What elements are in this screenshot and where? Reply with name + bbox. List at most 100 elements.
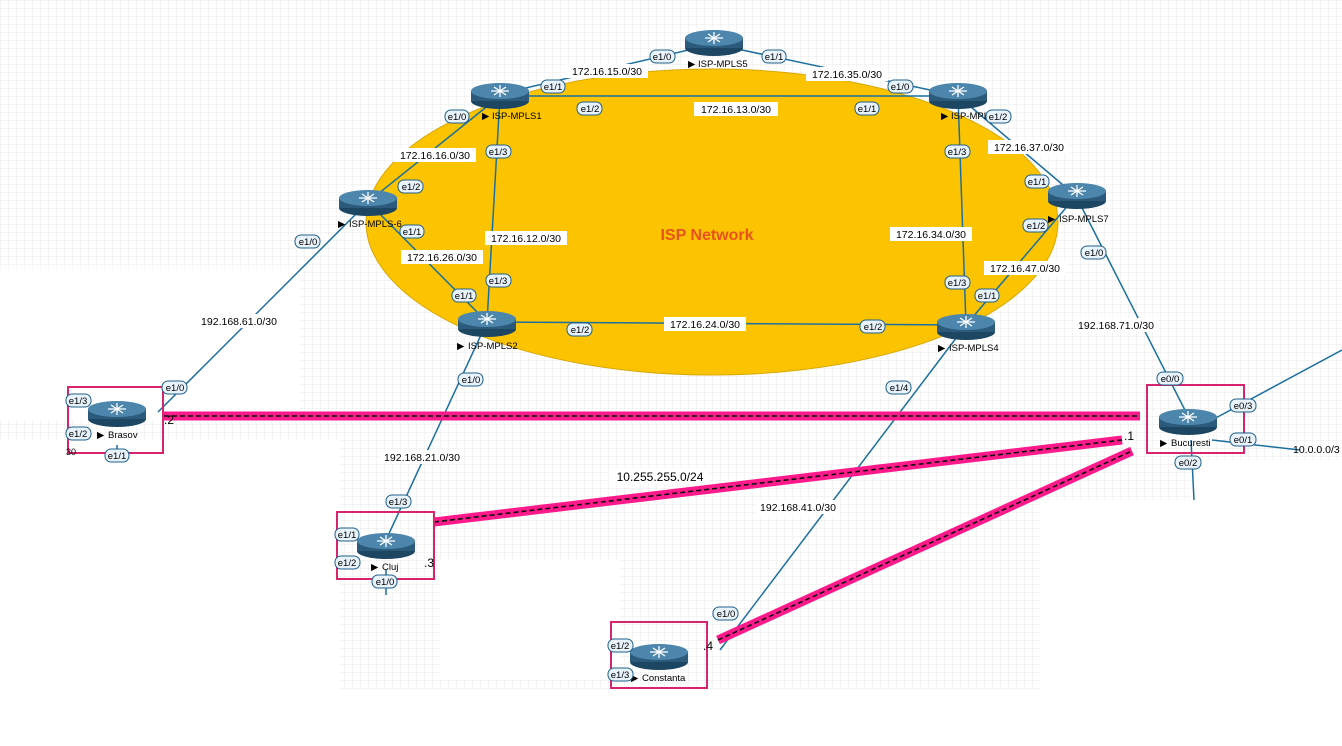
blank-region bbox=[1040, 500, 1342, 746]
iface-label[interactable]: e0/0 bbox=[1161, 374, 1180, 385]
iface-label[interactable]: e0/2 bbox=[1179, 458, 1198, 469]
iface-label[interactable]: e1/1 bbox=[544, 82, 563, 93]
tunnel-links bbox=[164, 411, 1140, 645]
blank-region bbox=[0, 270, 300, 420]
router-isp-mpls5[interactable]: ▶ ISP-MPLS5 bbox=[684, 29, 748, 70]
iface-label[interactable]: e1/3 bbox=[489, 147, 508, 158]
iface-label[interactable]: e1/0 bbox=[717, 609, 736, 620]
link-mpls7-mpls4[interactable] bbox=[965, 195, 1077, 326]
iface-label[interactable]: e1/2 bbox=[864, 322, 883, 333]
subnet-label: 172.16.35.0/30 bbox=[812, 69, 882, 81]
iface-label[interactable]: e1/0 bbox=[166, 383, 185, 394]
router-isp-mpls2[interactable]: ▶ ISP-MPLS2 bbox=[457, 310, 518, 352]
iface-label[interactable]: e1/3 bbox=[611, 670, 630, 681]
router-bucuresti[interactable]: ▶ Bucuresti bbox=[1158, 408, 1218, 449]
link-bucuresti-e02[interactable] bbox=[1190, 439, 1195, 501]
iface-label[interactable]: e1/2 bbox=[571, 325, 590, 336]
iface-label[interactable]: e1/1 bbox=[108, 451, 127, 462]
host-id-bucuresti: .1 bbox=[1124, 429, 1134, 443]
subnet-label: 192.168.21.0/30 bbox=[384, 452, 460, 464]
host-id-constanta: .4 bbox=[703, 639, 713, 653]
iface-label[interactable]: e1/2 bbox=[1027, 221, 1046, 232]
iface-label[interactable]: e0/1 bbox=[1234, 435, 1253, 446]
blank-region bbox=[300, 690, 1060, 746]
iface-label[interactable]: e1/0 bbox=[376, 577, 395, 588]
subnet-label: 172.16.37.0/30 bbox=[994, 142, 1064, 154]
iface-label[interactable]: e1/1 bbox=[858, 104, 877, 115]
svg-text:▶: ▶ bbox=[941, 111, 949, 122]
svg-text:▶: ▶ bbox=[371, 562, 379, 573]
interface-labels: e1/1 e1/2 e1/0 e1/3 e1/0 e1/1 e1/0 e1/1 … bbox=[65, 49, 1257, 682]
blank-region bbox=[1190, 460, 1342, 500]
iface-label[interactable]: e1/2 bbox=[581, 104, 600, 115]
site-box-bucuresti bbox=[1146, 384, 1245, 454]
svg-text:▶: ▶ bbox=[631, 673, 639, 684]
router-cluj[interactable]: ▶ Cluj bbox=[356, 532, 416, 573]
iface-label[interactable]: e1/0 bbox=[1085, 248, 1104, 259]
iface-label[interactable]: e1/1 bbox=[1028, 177, 1047, 188]
subnet-label: 192.168.71.0/30 bbox=[1078, 320, 1154, 332]
subnet-labels: 172.16.15.0/30 172.16.35.0/30 172.16.13.… bbox=[66, 64, 1340, 514]
subnet-label: 192.168.41.0/30 bbox=[760, 502, 836, 514]
router-label: ISP-MPLS bbox=[951, 111, 995, 122]
router-label: ISP-MPLS-6 bbox=[349, 219, 402, 230]
iface-label[interactable]: e1/1 bbox=[455, 291, 474, 302]
subnet-label: 172.16.13.0/30 bbox=[701, 104, 771, 116]
isp-network-label: ISP Network bbox=[660, 227, 753, 244]
subnet-label: 10.0.0.0/3 bbox=[1293, 444, 1340, 456]
iface-label[interactable]: e1/4 bbox=[890, 383, 909, 394]
router-label: Brasov bbox=[108, 430, 138, 441]
iface-label[interactable]: e1/2 bbox=[402, 182, 421, 193]
router-isp-mpls6[interactable]: ▶ ISP-MPLS-6 bbox=[338, 189, 402, 230]
iface-label[interactable]: e1/3 bbox=[948, 147, 967, 158]
iface-label[interactable]: e1/3 bbox=[489, 276, 508, 287]
iface-label[interactable]: e1/0 bbox=[299, 237, 318, 248]
iface-label[interactable]: e1/0 bbox=[653, 52, 672, 63]
router-brasov[interactable]: ▶ Brasov bbox=[87, 400, 147, 441]
router-constanta[interactable]: ▶ Constanta bbox=[629, 643, 689, 684]
subnet-label: 172.16.34.0/30 bbox=[896, 229, 966, 241]
site-box-constanta bbox=[610, 621, 708, 689]
subnet-label: 172.16.24.0/30 bbox=[670, 319, 740, 331]
router-isp-mpls3[interactable]: ▶ ISP-MPLS bbox=[928, 82, 995, 122]
link-mpls6-brasov[interactable] bbox=[157, 201, 369, 413]
iface-label[interactable]: e1/2 bbox=[338, 558, 357, 569]
iface-label[interactable]: e1/3 bbox=[69, 396, 88, 407]
svg-text:▶: ▶ bbox=[688, 59, 696, 70]
router-label: ISP-MPLS4 bbox=[949, 343, 999, 354]
iface-label[interactable]: e1/0 bbox=[448, 112, 467, 123]
subnet-label: 172.16.47.0/30 bbox=[990, 263, 1060, 275]
iface-label[interactable]: e1/0 bbox=[891, 82, 910, 93]
svg-text:▶: ▶ bbox=[482, 111, 490, 122]
host-ids: .2 .1 .3 .4 bbox=[164, 413, 1134, 653]
iface-label[interactable]: e1/1 bbox=[338, 530, 357, 541]
router-isp-mpls1[interactable]: ▶ ISP-MPLS1 bbox=[470, 82, 542, 122]
link-bucuresti-e01[interactable] bbox=[1211, 439, 1301, 451]
tunnel-subnet-label: 10.255.255.0/24 bbox=[617, 470, 704, 484]
iface-label[interactable]: e1/1 bbox=[978, 291, 997, 302]
svg-text:▶: ▶ bbox=[97, 430, 105, 441]
iface-label[interactable]: e1/1 bbox=[403, 227, 422, 238]
svg-text:▶: ▶ bbox=[457, 341, 465, 352]
host-id-brasov: .2 bbox=[164, 413, 174, 427]
iface-label[interactable]: e1/3 bbox=[948, 278, 967, 289]
iface-label[interactable]: e1/1 bbox=[765, 52, 784, 63]
iface-label[interactable]: e1/2 bbox=[989, 112, 1008, 123]
link-mpls4-constanta[interactable] bbox=[719, 324, 967, 651]
iface-label[interactable]: e1/0 bbox=[462, 375, 481, 386]
iface-label[interactable]: e1/2 bbox=[611, 641, 630, 652]
router-label: ISP-MPLS7 bbox=[1059, 214, 1109, 225]
subnet-label: 172.16.26.0/30 bbox=[407, 252, 477, 264]
router-isp-mpls4[interactable]: ▶ ISP-MPLS4 bbox=[936, 313, 999, 354]
isp-network-cloud bbox=[365, 68, 1059, 376]
subnet-label: 172.16.15.0/30 bbox=[572, 66, 642, 78]
subnet-label: 172.16.16.0/30 bbox=[400, 150, 470, 162]
iface-label[interactable]: e1/2 bbox=[69, 429, 88, 440]
subnet-label: 172.16.12.0/30 bbox=[491, 233, 561, 245]
blank-region bbox=[0, 440, 340, 746]
router-isp-mpls7[interactable]: ▶ ISP-MPLS7 bbox=[1047, 182, 1109, 225]
host-id-cluj: .3 bbox=[424, 556, 434, 570]
iface-label[interactable]: e1/3 bbox=[389, 497, 408, 508]
iface-label[interactable]: e0/3 bbox=[1234, 401, 1253, 412]
